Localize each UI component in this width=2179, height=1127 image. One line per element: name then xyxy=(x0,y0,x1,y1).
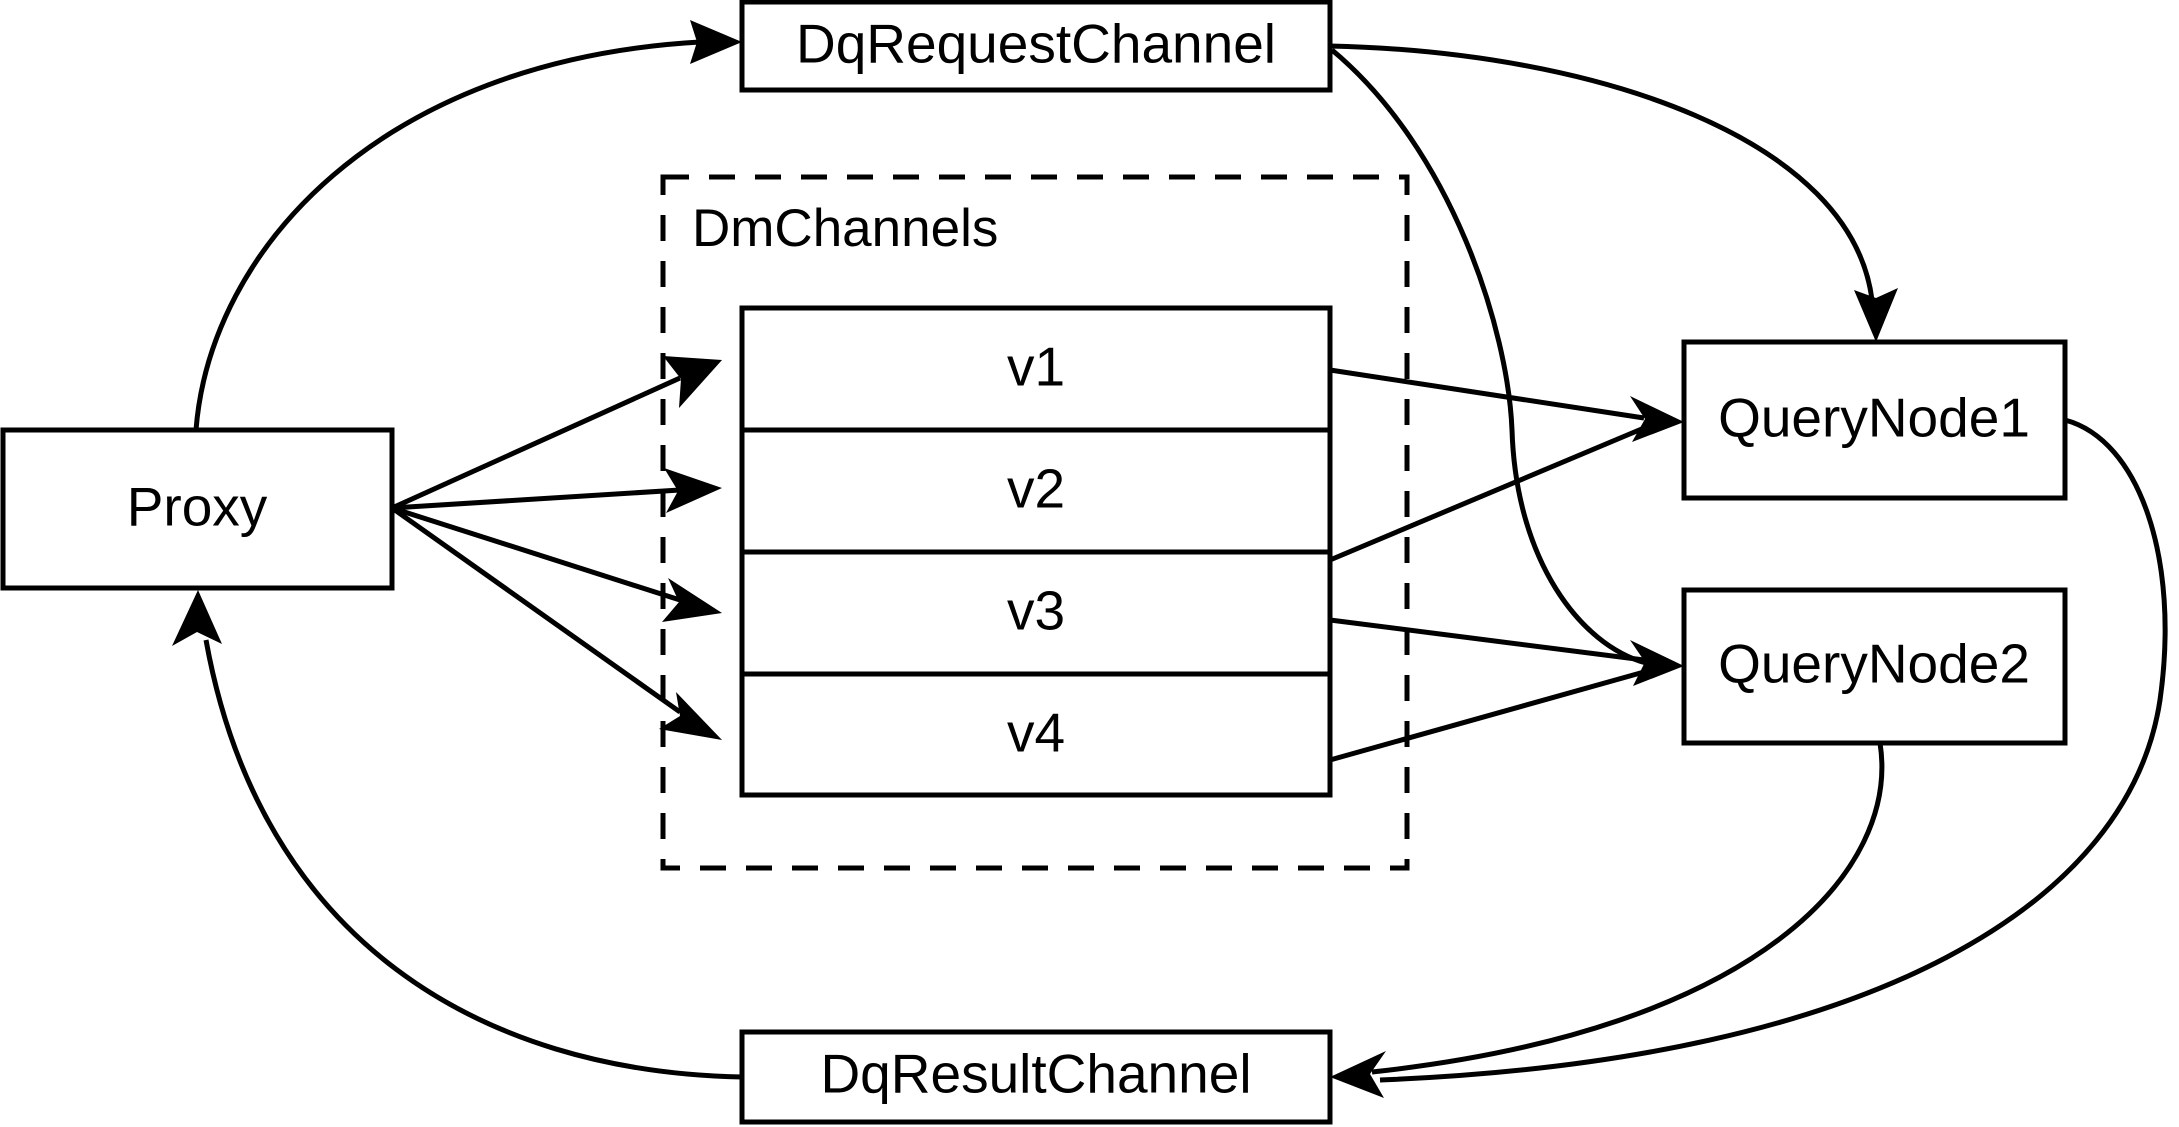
edge-proxy-to-v1 xyxy=(390,356,722,511)
arrow-head xyxy=(663,356,722,408)
edge-v4-to-query-node-2 xyxy=(1329,669,1645,763)
node-query-node-1[interactable]: QueryNode1 xyxy=(1681,339,2068,501)
dq-request-channel-label: DqRequestChannel xyxy=(796,13,1276,75)
edge-query-node-1-to-dq-result-channel xyxy=(1379,417,2168,1083)
channel-row-v3-label[interactable]: v3 xyxy=(1007,580,1065,642)
arrow-head xyxy=(662,578,722,622)
channel-row-v2-label[interactable]: v2 xyxy=(1007,458,1065,520)
edge-path xyxy=(1329,617,1645,663)
arrow-head xyxy=(1330,1051,1386,1098)
dm-channels-group: DmChannels xyxy=(660,174,1410,871)
edge-path xyxy=(193,39,701,431)
edge-path xyxy=(391,505,681,603)
edge-dq-request-channel-to-query-node-1 xyxy=(1329,43,1898,342)
query-node-1-label: QueryNode1 xyxy=(1718,387,2030,449)
dq-request-channel-box[interactable] xyxy=(739,0,1333,93)
edge-dq-request-channel-to-query-node-2 xyxy=(1330,48,1647,666)
arrow-head xyxy=(664,468,722,513)
dq-result-channel-box[interactable] xyxy=(739,1029,1333,1125)
edge-v2-to-query-node-1 xyxy=(1329,425,1645,563)
dm-channel-stack: v1 v2 v3 v4 xyxy=(739,305,1333,798)
edge-path xyxy=(1329,43,1875,301)
edge-path xyxy=(1329,669,1645,763)
dm-channels-label: DmChannels xyxy=(692,199,998,258)
arrow-head xyxy=(659,692,722,740)
channel-row-v4-label[interactable]: v4 xyxy=(1007,702,1065,764)
edge-dq-result-channel-to-proxy xyxy=(172,590,743,1080)
query-node-1-box[interactable] xyxy=(1681,339,2068,501)
edge-path xyxy=(1371,742,1885,1075)
node-query-node-2[interactable]: QueryNode2 xyxy=(1681,587,2068,746)
query-node-2-box[interactable] xyxy=(1681,587,2068,746)
node-dq-result-channel[interactable]: DqResultChannel xyxy=(739,1029,1333,1125)
node-dq-request-channel[interactable]: DqRequestChannel xyxy=(739,0,1333,93)
edge-proxy-to-v3 xyxy=(391,505,722,622)
proxy-box[interactable] xyxy=(0,427,395,591)
query-node-2-label: QueryNode2 xyxy=(1718,633,2030,695)
edge-path xyxy=(390,505,682,715)
edge-path xyxy=(390,375,682,511)
proxy-label: Proxy xyxy=(127,476,268,538)
arrow-head xyxy=(690,20,742,64)
edge-path xyxy=(1329,367,1645,421)
arrow-head xyxy=(1854,288,1898,342)
edge-path xyxy=(391,487,681,511)
edge-proxy-to-v4 xyxy=(390,505,722,740)
dm-channels-border xyxy=(660,174,1410,871)
channel-row-v1-label[interactable]: v1 xyxy=(1007,336,1065,398)
edge-path xyxy=(1379,417,2168,1083)
arrow-head xyxy=(172,590,222,646)
edge-proxy-to-v2 xyxy=(391,468,722,513)
node-proxy[interactable]: Proxy xyxy=(0,427,395,591)
dq-result-channel-label: DqResultChannel xyxy=(820,1043,1251,1105)
edge-path xyxy=(1329,425,1645,563)
edge-query-node-2-to-dq-result-channel xyxy=(1330,742,1885,1098)
edge-path xyxy=(203,639,743,1080)
edge-proxy-to-dq-request-channel xyxy=(193,20,742,431)
edge-path xyxy=(1330,48,1647,666)
